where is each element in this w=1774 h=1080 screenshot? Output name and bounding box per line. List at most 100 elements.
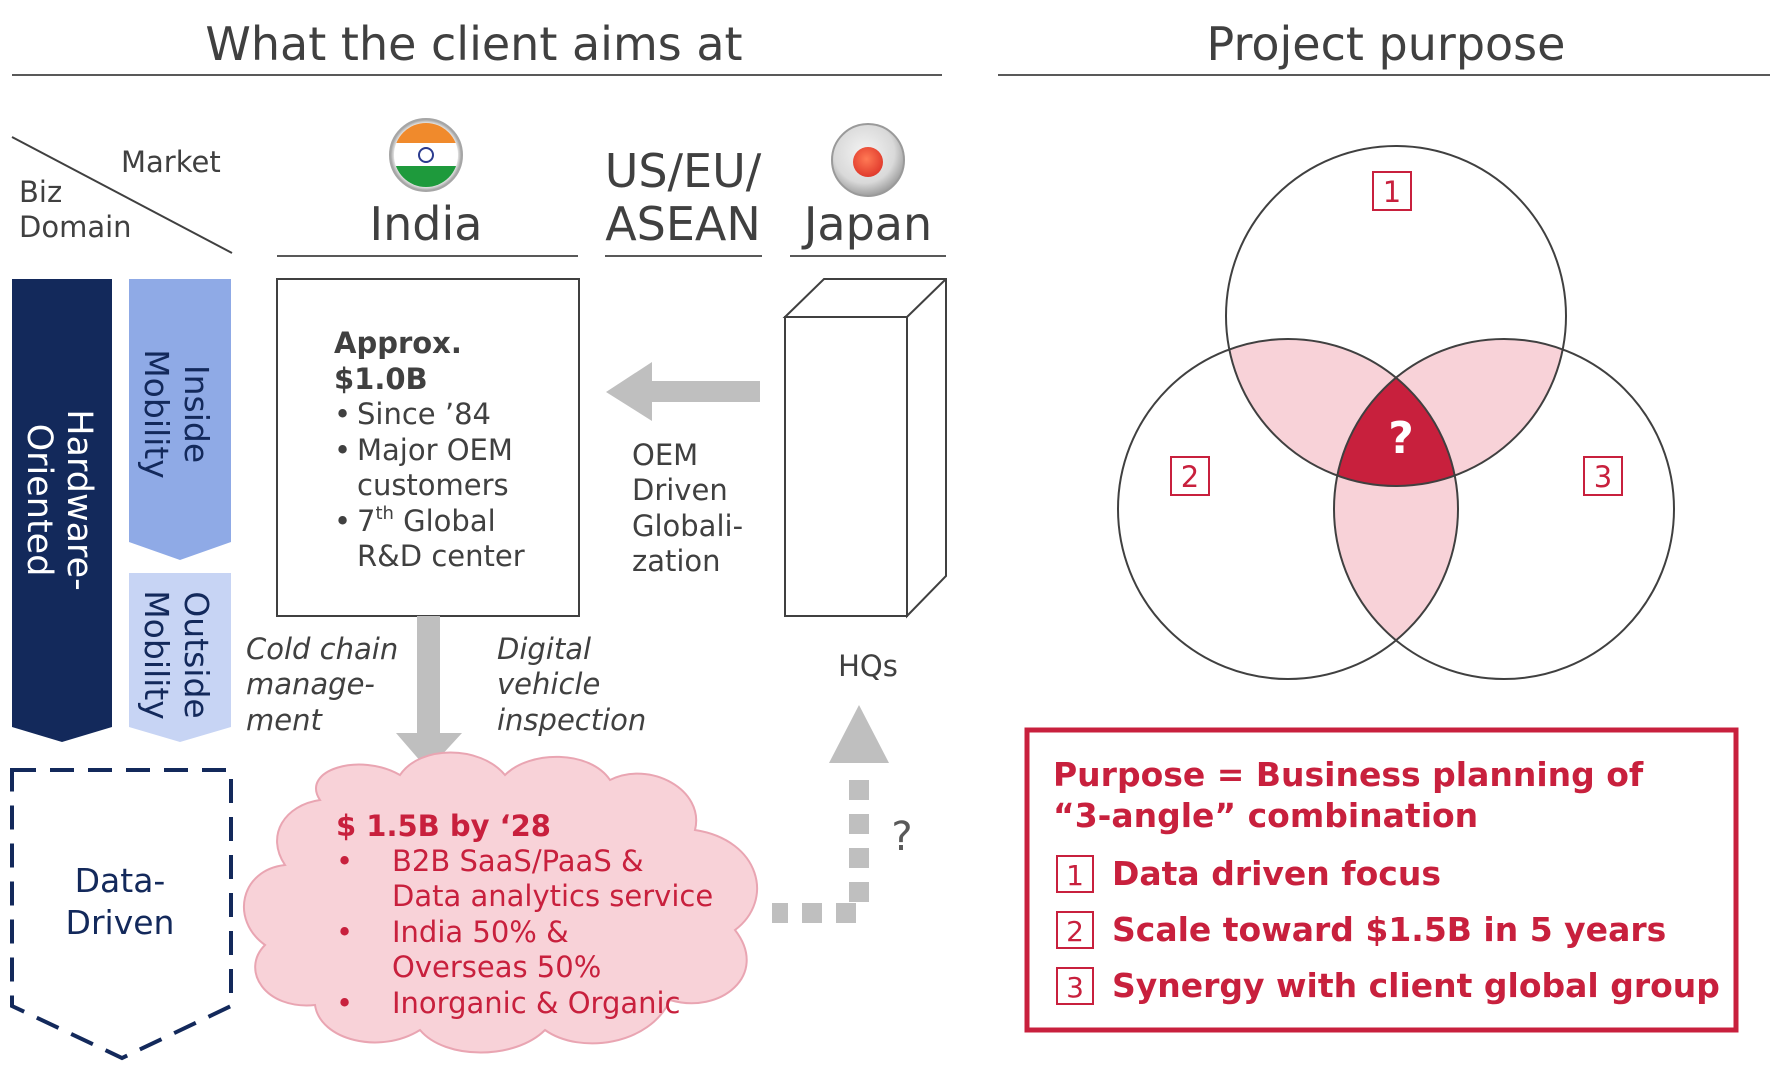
oem-label-line3: Globali-: [632, 509, 743, 543]
india-bullet-3-text: 7th Global: [357, 503, 496, 538]
column-japan: Japan: [790, 123, 946, 257]
india-down-arrow: [396, 616, 462, 770]
oem-label-line4: zation: [632, 544, 721, 578]
row-outside-mobility: Outside Mobility: [129, 573, 231, 742]
data-driven-line2: Driven: [66, 903, 175, 942]
venn-label-1: 1: [1372, 171, 1412, 211]
right-panel: Project purpose 1: [998, 17, 1770, 1033]
purpose-item-2-text: Scale toward $1.5B in 5 years: [1112, 910, 1666, 949]
useu-label-line2: ASEAN: [605, 197, 761, 251]
target-cloud: $ 1.5B by ‘28 • B2B SaaS/PaaS & Data ana…: [242, 751, 759, 1054]
market-header: Market: [121, 145, 221, 179]
india-info-box: Approx. $1.0B • Since ’84 • Major OEM cu…: [276, 278, 580, 617]
oem-globalization-arrow: [606, 362, 760, 421]
cloud-bullet-1-mark: •: [336, 844, 353, 878]
left-panel-title: What the client aims at: [205, 17, 742, 71]
venn-label-2: 2: [1170, 456, 1210, 496]
purpose-item-3-text: Synergy with client global group: [1112, 966, 1720, 1005]
column-us-eu-asean: US/EU/ ASEAN: [605, 144, 762, 257]
venn-circle-1: [1225, 145, 1567, 487]
purpose-item-1-num: 1: [1066, 859, 1084, 892]
overlap-center: [1334, 339, 1458, 486]
venn-diagram: 1 2 3 ?: [1117, 145, 1675, 680]
cloud-bullet-2-text: India 50% &: [392, 915, 569, 949]
biz-header-line2: Domain: [19, 210, 132, 244]
india-bullet-2-mark: •: [334, 433, 351, 467]
digital-line2: vehicle: [497, 667, 600, 701]
purpose-heading-line1: Purpose = Business planning of: [1053, 755, 1644, 794]
venn-circle-2: [1117, 338, 1459, 680]
inside-mobility-arrow-shape: [129, 279, 231, 560]
cold-chain-line1: Cold chain: [246, 632, 398, 666]
outside-label-line1: Outside: [177, 591, 216, 718]
hardware-label-line2: Oriented: [19, 424, 59, 577]
india-bullet-3-num: 7: [357, 504, 375, 538]
japan-flag-icon: [831, 123, 905, 197]
biz-header-line1: Biz: [19, 175, 62, 209]
india-bullet-3-cont: R&D center: [357, 539, 525, 573]
dashed-up-arrow: [772, 705, 889, 923]
india-bullet-3-rest: Global: [394, 504, 496, 538]
useu-label-line1: US/EU/: [605, 144, 762, 198]
data-driven-line1: Data-: [75, 861, 166, 900]
oem-label: OEM Driven Globali- zation: [632, 438, 743, 578]
purpose-box: Purpose = Business planning of “3-angle”…: [1024, 727, 1739, 1033]
venn-label-3: 3: [1583, 456, 1623, 496]
venn-label-3-text: 3: [1594, 460, 1612, 494]
question-mark-small: ?: [891, 814, 912, 860]
india-bullet-2-cont: customers: [357, 468, 509, 502]
purpose-item-2-num: 2: [1066, 915, 1084, 948]
digital-inspection-label: Digital vehicle inspection: [497, 632, 646, 737]
purpose-heading-line2: “3-angle” combination: [1053, 796, 1478, 835]
japan-column-label: Japan: [801, 197, 932, 251]
inside-label-line1: Inside: [177, 365, 216, 463]
cold-chain-line3: ment: [246, 703, 323, 737]
matrix-corner-header: Market Biz Domain: [11, 136, 233, 254]
venn-label-2-text: 2: [1181, 460, 1199, 494]
venn-center-question: ?: [1388, 413, 1414, 464]
purpose-box-frame: [1024, 727, 1739, 1033]
right-panel-title: Project purpose: [1207, 17, 1566, 71]
india-column-label: India: [370, 197, 483, 251]
cloud-bullet-3-mark: •: [336, 986, 353, 1020]
cloud-bullet-1-cont: Data analytics service: [392, 879, 713, 913]
outside-mobility-arrow-shape: [129, 573, 231, 742]
cloud-bullet-2-mark: •: [336, 915, 353, 949]
india-bullet-1-mark: •: [334, 397, 351, 431]
purpose-item-1: 1 Data driven focus: [1056, 854, 1441, 893]
purpose-item-1-text: Data driven focus: [1112, 854, 1441, 893]
purpose-item-3-num: 3: [1066, 971, 1084, 1004]
row-hardware-oriented: Hardware- Oriented: [12, 279, 112, 742]
india-box-approx: Approx.: [334, 326, 462, 360]
outside-label-line2: Mobility: [137, 590, 176, 720]
hardware-label-line1: Hardware-: [59, 409, 99, 591]
left-panel: What the client aims at Market Biz Domai…: [10, 17, 947, 1061]
india-bullet-3-sup: th: [375, 503, 393, 524]
japan-hq-building-icon: [782, 278, 947, 619]
hqs-label: HQs: [838, 649, 898, 683]
digital-line3: inspection: [497, 703, 646, 737]
venn-label-1-text: 1: [1383, 175, 1401, 209]
india-bullet-2-text: Major OEM: [357, 433, 513, 467]
india-box-frame: [276, 278, 580, 617]
column-india: India: [277, 118, 578, 257]
india-bullet-1-text: Since ’84: [357, 397, 491, 431]
oem-label-line1: OEM: [632, 438, 698, 472]
cloud-headline: $ 1.5B by ‘28: [336, 809, 551, 843]
row-inside-mobility: Inside Mobility: [129, 279, 231, 560]
oem-label-line2: Driven: [632, 473, 728, 507]
india-bullet-3-mark: •: [334, 504, 351, 538]
purpose-item-2: 2 Scale toward $1.5B in 5 years: [1056, 910, 1666, 949]
digital-line1: Digital: [497, 632, 591, 666]
cloud-bullet-2-cont: Overseas 50%: [392, 950, 601, 984]
corner-diagonal: [11, 136, 233, 254]
hardware-arrow-shape: [12, 279, 112, 742]
india-flag-icon: [389, 118, 463, 192]
cold-chain-label: Cold chain manage- ment: [246, 632, 398, 737]
data-driven-dashed-shape: [10, 768, 233, 1061]
inside-label-line2: Mobility: [137, 349, 176, 479]
purpose-item-3: 3 Synergy with client global group: [1056, 966, 1720, 1005]
cold-chain-line2: manage-: [246, 667, 375, 701]
venn-circle-3: [1333, 338, 1675, 680]
row-data-driven: Data- Driven: [10, 768, 233, 1061]
